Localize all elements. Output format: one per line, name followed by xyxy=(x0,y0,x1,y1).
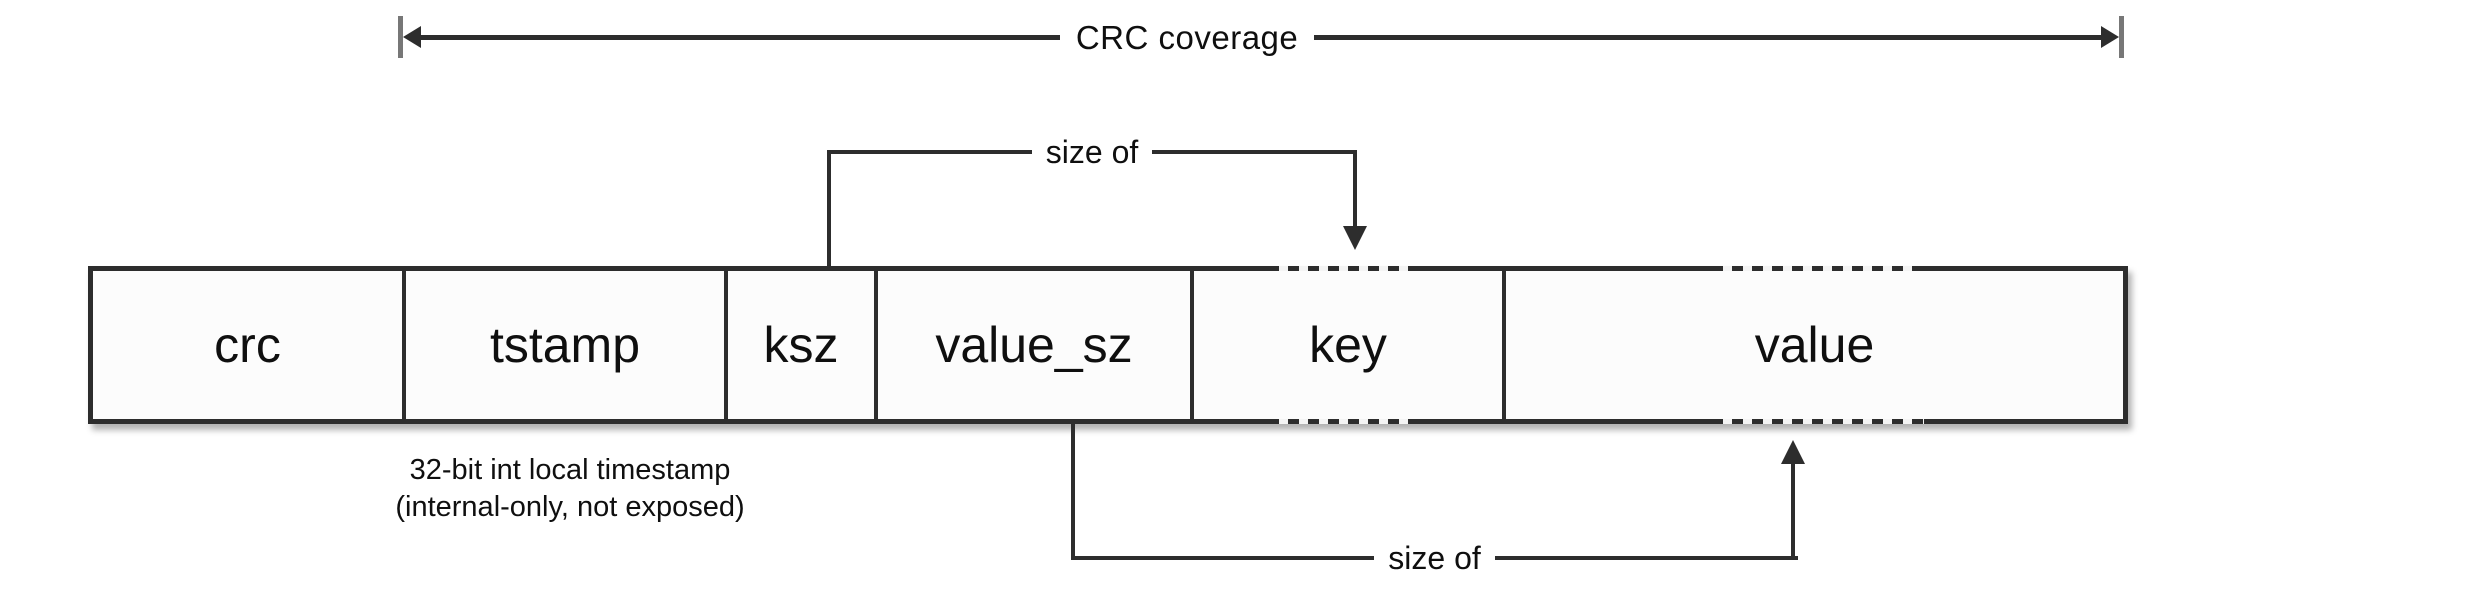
connector-line-value-up xyxy=(1791,464,1795,558)
value-variable-length-dash-bottom xyxy=(1712,419,1924,424)
field-label-tstamp: tstamp xyxy=(489,317,641,373)
field-cell-ksz: ksz xyxy=(728,271,878,419)
field-label-key: key xyxy=(1309,317,1387,373)
size-of-bottom-connector: size of xyxy=(1071,539,1799,577)
connector-line-key-down xyxy=(1353,150,1357,230)
field-cell-key: key xyxy=(1194,271,1506,419)
crc-coverage-span-arrow: CRC coverage xyxy=(398,15,2124,59)
field-label-ksz: ksz xyxy=(763,317,839,373)
arrowhead-up-icon xyxy=(1781,440,1805,464)
connector-line-value-sz-down xyxy=(1071,424,1075,560)
tstamp-note-line1: 32-bit int local timestamp xyxy=(409,454,731,486)
connector-line-left xyxy=(1071,556,1375,560)
field-cell-crc: crc xyxy=(93,271,406,419)
crc-span-line-left xyxy=(419,34,1060,40)
tstamp-note-line2: (internal-only, not exposed) xyxy=(395,491,745,523)
connector-line-right xyxy=(1494,556,1799,560)
field-label-value: value xyxy=(1754,317,1875,373)
field-label-value-sz: value_sz xyxy=(935,317,1133,373)
record-box: crc tstamp ksz value_sz key value xyxy=(88,266,2128,424)
tstamp-note: 32-bit int local timestamp (internal-onl… xyxy=(290,452,850,526)
left-endpoint-tick xyxy=(398,16,403,58)
value-variable-length-dash-top xyxy=(1712,266,1920,271)
size-of-top-label: size of xyxy=(1045,134,1139,170)
field-cell-value: value xyxy=(1506,271,2123,419)
crc-span-line-right xyxy=(1314,34,2103,40)
field-label-crc: crc xyxy=(214,317,281,373)
size-of-top-connector: size of xyxy=(827,133,1358,171)
connector-line-left xyxy=(827,150,1032,154)
arrowhead-right-icon xyxy=(2101,26,2119,48)
field-cell-tstamp: tstamp xyxy=(406,271,728,419)
connector-line-right xyxy=(1152,150,1358,154)
arrowhead-left-icon xyxy=(403,26,421,48)
field-cell-value-sz: value_sz xyxy=(878,271,1194,419)
size-of-bottom-label: size of xyxy=(1388,540,1481,576)
crc-coverage-label: CRC coverage xyxy=(1075,18,1299,56)
key-variable-length-dash-bottom xyxy=(1268,419,1414,424)
connector-line-ksz-up xyxy=(827,150,831,266)
key-variable-length-dash-top xyxy=(1268,266,1414,271)
right-endpoint-tick xyxy=(2119,16,2124,58)
arrowhead-down-icon xyxy=(1343,226,1367,250)
